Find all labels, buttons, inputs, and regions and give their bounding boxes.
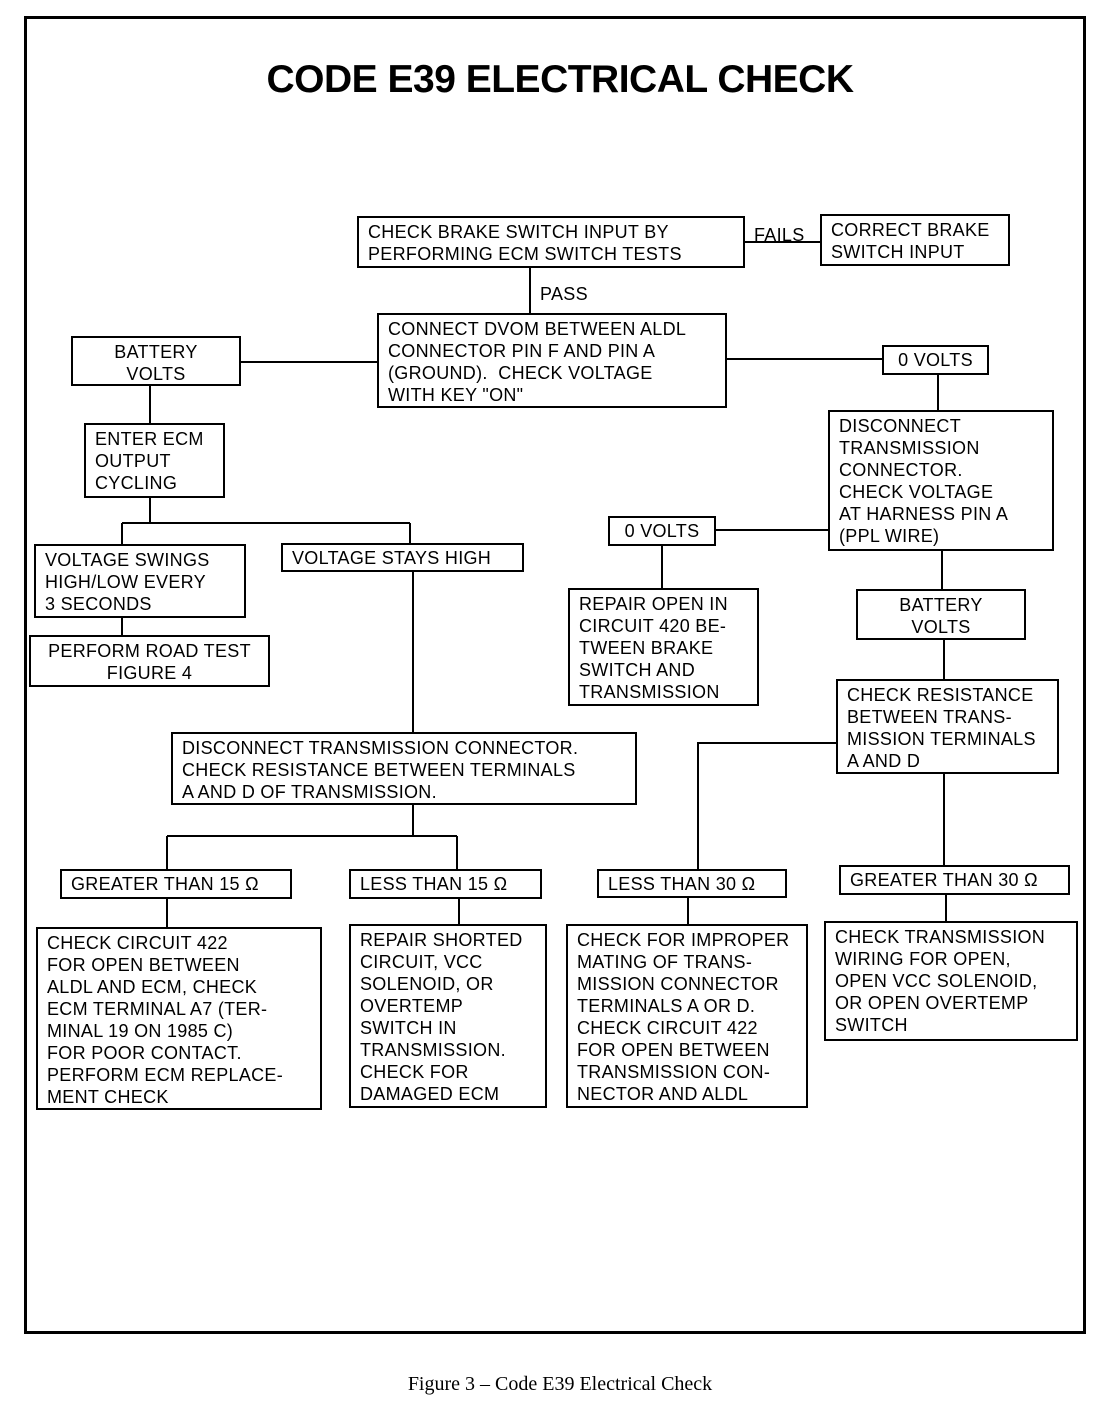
page-title: CODE E39 ELECTRICAL CHECK (266, 58, 854, 101)
battery-volts-right-box: BATTERY VOLTS (856, 589, 1026, 640)
check-improper-mating-box: CHECK FOR IMPROPER MATING OF TRANS- MISS… (566, 924, 808, 1108)
greater-than-15-box: GREATER THAN 15 Ω (60, 869, 292, 899)
figure-caption: Figure 3 – Code E39 Electrical Check (407, 1373, 713, 1395)
zero-volts-mid-box: 0 VOLTS (608, 516, 716, 546)
connector-resistance-less30 (697, 742, 837, 870)
battery-volts-left-box: BATTERY VOLTS (71, 336, 241, 386)
zero-volts-right-box: 0 VOLTS (882, 345, 989, 375)
voltage-swings-box: VOLTAGE SWINGS HIGH/LOW EVERY 3 SECONDS (34, 544, 246, 618)
check-resistance-right-box: CHECK RESISTANCE BETWEEN TRANS- MISSION … (836, 679, 1059, 774)
check-transmission-wiring-box: CHECK TRANSMISSION WIRING FOR OPEN, OPEN… (824, 921, 1078, 1041)
check-circuit-422-ecm-box: CHECK CIRCUIT 422 FOR OPEN BETWEEN ALDL … (36, 927, 322, 1110)
enter-ecm-output-box: ENTER ECM OUTPUT CYCLING (84, 423, 225, 498)
fails-label: FAILS (754, 225, 805, 245)
less-than-15-box: LESS THAN 15 Ω (349, 869, 542, 899)
less-than-30-box: LESS THAN 30 Ω (597, 869, 787, 898)
connector-center-branches (166, 804, 458, 870)
repair-open-circuit-420-box: REPAIR OPEN IN CIRCUIT 420 BE- TWEEN BRA… (568, 588, 759, 706)
greater-than-30-box: GREATER THAN 30 Ω (839, 865, 1070, 895)
voltage-stays-high-box: VOLTAGE STAYS HIGH (281, 543, 524, 572)
correct-brake-switch-box: CORRECT BRAKE SWITCH INPUT (820, 214, 1010, 266)
brake-switch-check-box: CHECK BRAKE SWITCH INPUT BY PERFORMING E… (357, 216, 745, 268)
perform-road-test-box: PERFORM ROAD TEST FIGURE 4 (29, 635, 270, 687)
disconnect-transmission-right-box: DISCONNECT TRANSMISSION CONNECTOR. CHECK… (828, 410, 1054, 551)
connect-dvom-box: CONNECT DVOM BETWEEN ALDL CONNECTOR PIN … (377, 313, 727, 408)
disconnect-transmission-center-box: DISCONNECT TRANSMISSION CONNECTOR. CHECK… (171, 732, 637, 805)
connector-ecm-branches (121, 497, 411, 545)
pass-label: PASS (540, 284, 588, 304)
repair-shorted-circuit-box: REPAIR SHORTED CIRCUIT, VCC SOLENOID, OR… (349, 924, 547, 1108)
page-frame (24, 16, 1086, 1334)
